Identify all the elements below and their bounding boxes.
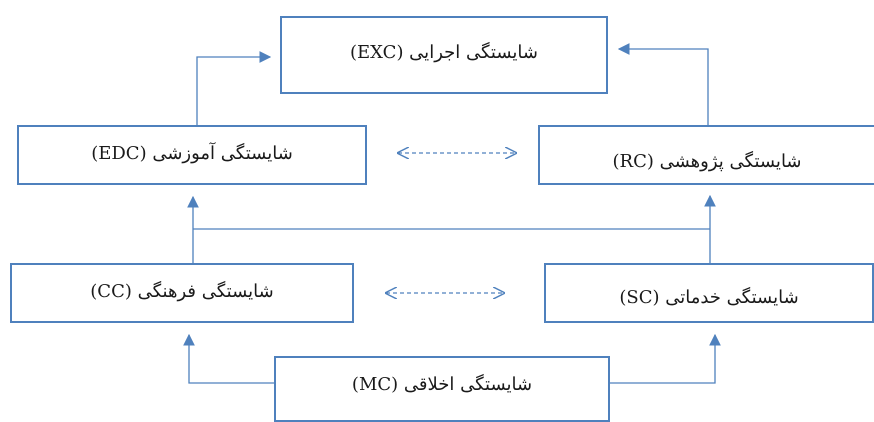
node-service-competency: شایستگی خدماتی (SC)	[544, 263, 874, 323]
node-educational-competency: شایستگی آموزشی (EDC)	[17, 125, 367, 185]
edge-edc-to-exc	[196, 51, 272, 125]
node-label: شایستگی فرهنگی (CC)	[90, 281, 274, 302]
node-cultural-competency: شایستگی فرهنگی (CC)	[10, 263, 354, 323]
node-research-competency: شایستگی پژوهشی (RC)	[538, 125, 874, 185]
edge-rc-to-exc	[617, 43, 709, 125]
node-label: شایستگی اخلاقی (MC)	[351, 374, 533, 395]
node-executive-competency: شایستگی اجرایی (EXC)	[280, 16, 608, 94]
node-label: شایستگی خدماتی (SC)	[619, 287, 799, 308]
node-label: شایستگی آموزشی (EDC)	[91, 143, 293, 164]
node-label: شایستگی اجرایی (EXC)	[349, 42, 538, 63]
edge-mc-to-sc	[610, 333, 721, 384]
node-moral-competency: شایستگی اخلاقی (MC)	[274, 356, 610, 422]
edge-mc-to-cc	[183, 333, 274, 384]
node-label: شایستگی پژوهشی (RC)	[612, 151, 802, 172]
